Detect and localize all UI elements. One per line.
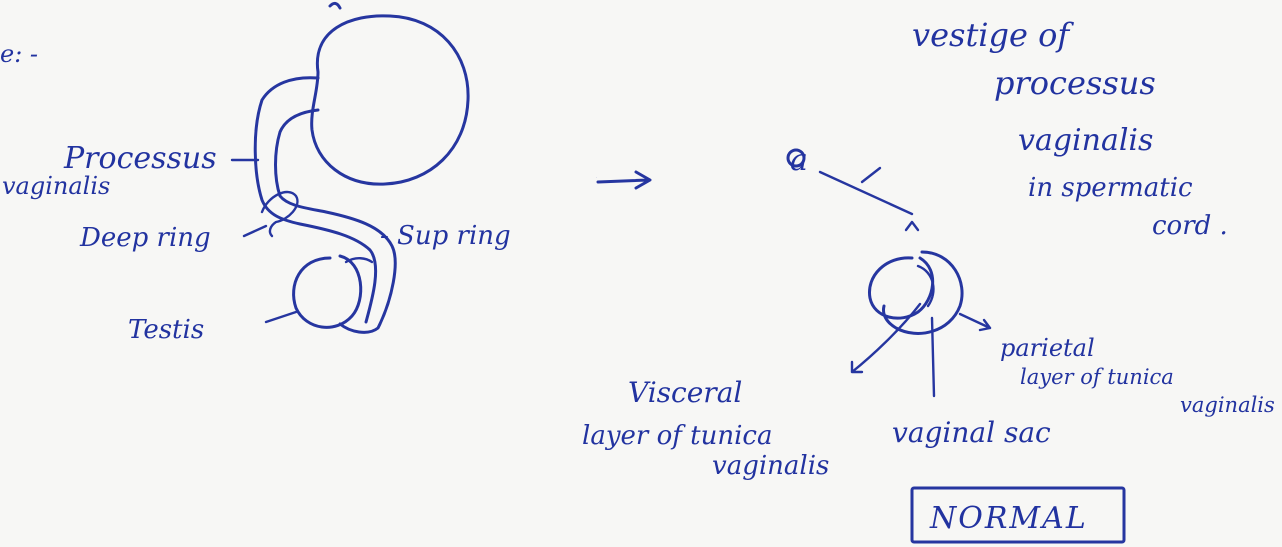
status-label: NORMAL (929, 501, 1088, 536)
label-visceral-1: Visceral (628, 376, 742, 409)
cord-caret (904, 220, 920, 232)
parietal-layer (882, 250, 964, 335)
processus-outer-line (253, 76, 378, 324)
header-fragment: e: - (0, 40, 38, 68)
testis (292, 254, 363, 329)
label-vestige-2: processus (994, 64, 1156, 102)
inner-sac-curve (916, 264, 935, 308)
testis-leader (264, 310, 298, 324)
label-vestige-3: vaginalis (1018, 123, 1153, 158)
label-sup-ring: - Sup ring (380, 221, 511, 251)
sup-ring-mark (344, 257, 374, 264)
label-deep-ring: Deep ring (79, 223, 211, 253)
deep-ring-leader (242, 224, 268, 238)
label-testis: Testis (128, 315, 204, 345)
label-visceral-3: vaginalis (712, 451, 829, 481)
label-vestige-5: cord . (1152, 211, 1228, 241)
arrow-glyph: → (596, 177, 597, 179)
label-parietal-3: vaginalis (1180, 393, 1275, 417)
label-vestige-1: vestige of (912, 16, 1074, 54)
vestige-point (786, 148, 806, 168)
visceral-leader (850, 302, 922, 374)
top-stroke-fragment (328, 1, 342, 10)
vestige-tick (860, 166, 882, 184)
transition-arrow (596, 170, 652, 190)
abdominal-sac (310, 14, 470, 186)
label-vestige-4: in spermatic (1028, 173, 1193, 203)
label-vaginalis-left: vaginalis (2, 172, 110, 200)
deep-ring-mark (260, 190, 299, 238)
vaginal-sac-leader (930, 316, 936, 398)
label-vaginal-sac: vaginal sac (892, 416, 1051, 449)
label-processus: Processus (63, 141, 217, 176)
status-box (910, 486, 1126, 544)
processus-inner-line (274, 108, 397, 334)
label-visceral-2: layer of tunica (582, 421, 772, 451)
parietal-leader (958, 312, 992, 332)
label-parietal-2: layer of tunica (1020, 365, 1174, 389)
visceral-layer (868, 256, 935, 320)
vestige-line (818, 170, 914, 216)
label-letter-a: a (790, 143, 808, 178)
label-parietal-1: parietal (1000, 334, 1095, 362)
